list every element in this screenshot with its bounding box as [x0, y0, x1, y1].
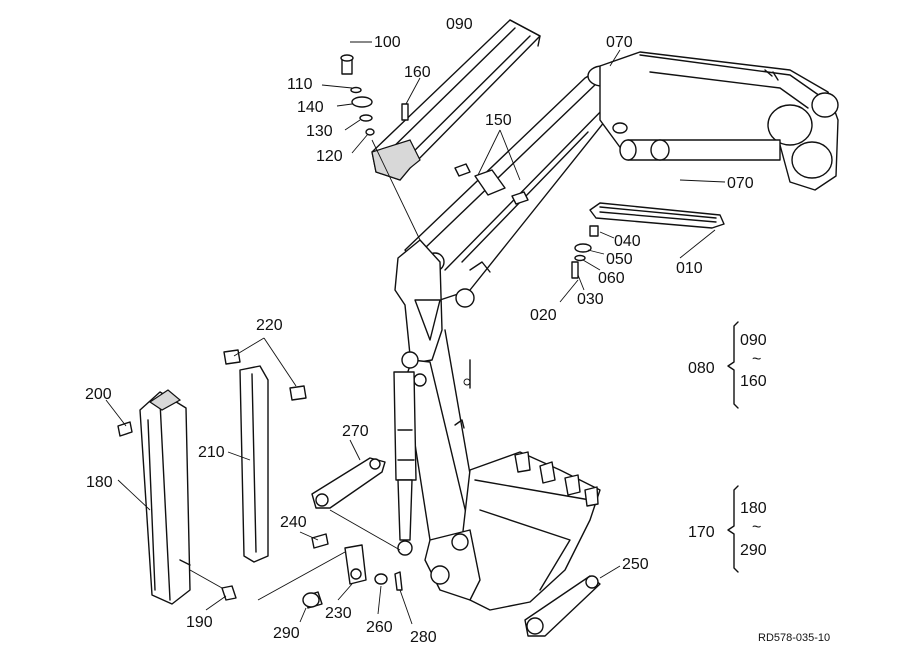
- callout-070-right: 070: [727, 175, 754, 192]
- callout-220: 220: [256, 317, 283, 334]
- group-080-label: 080: [688, 360, 715, 377]
- callout-160: 160: [404, 64, 431, 81]
- callout-090: 090: [446, 16, 473, 33]
- callout-030: 030: [577, 291, 604, 308]
- group-080-bottom: 160: [740, 373, 767, 390]
- callout-020: 020: [530, 307, 557, 324]
- callout-150: 150: [485, 112, 512, 129]
- group-080-top: 090: [740, 332, 767, 349]
- callout-180: 180: [86, 474, 113, 491]
- bolt-stack-020-060: [571, 225, 599, 279]
- cover-010: [589, 202, 725, 229]
- bucket: [424, 451, 601, 611]
- bracket-230-hardware: [117, 421, 403, 609]
- group-170-separator: ~: [752, 519, 761, 536]
- callout-250: 250: [622, 556, 649, 573]
- callout-190: 190: [186, 614, 213, 631]
- group-170: 170 180 ~ 290: [688, 485, 767, 573]
- bracket-210: [223, 349, 307, 563]
- link-270: [311, 457, 386, 509]
- group-170-top: 180: [740, 500, 767, 517]
- callout-290: 290: [273, 625, 300, 642]
- callout-110: 110: [287, 76, 313, 93]
- swing-bracket: [599, 51, 839, 191]
- link-250: [524, 575, 601, 637]
- callout-200: 200: [85, 386, 112, 403]
- plate-150: [454, 163, 529, 205]
- callout-280: 280: [410, 629, 437, 646]
- callout-140: 140: [297, 99, 324, 116]
- callout-260: 260: [366, 619, 393, 636]
- callout-270: 270: [342, 423, 369, 440]
- callout-050: 050: [606, 251, 633, 268]
- group-170-label: 170: [688, 524, 715, 541]
- cover-090: [371, 19, 541, 181]
- callout-130: 130: [306, 123, 333, 140]
- group-080: 080 090 ~ 160: [688, 321, 767, 409]
- group-170-bottom: 290: [740, 542, 767, 559]
- callout-070-top: 070: [606, 34, 633, 51]
- callout-010: 010: [676, 260, 703, 277]
- group-080-separator: ~: [752, 351, 761, 368]
- callout-120: 120: [316, 148, 343, 165]
- callout-210: 210: [198, 444, 225, 461]
- callout-240: 240: [280, 514, 307, 531]
- cover-180: [139, 389, 191, 605]
- callout-060: 060: [598, 270, 625, 287]
- callout-labels: 100 090 070 110 160 140 130 120 150 070 …: [85, 16, 754, 646]
- reference-code: RD578-035-10: [758, 632, 830, 644]
- bolt-stack-100-140: [340, 54, 409, 136]
- bucket-cylinder: [393, 371, 417, 556]
- leader-lines: [105, 41, 726, 625]
- callout-230: 230: [325, 605, 352, 622]
- callout-040: 040: [614, 233, 641, 250]
- callout-100: 100: [374, 34, 401, 51]
